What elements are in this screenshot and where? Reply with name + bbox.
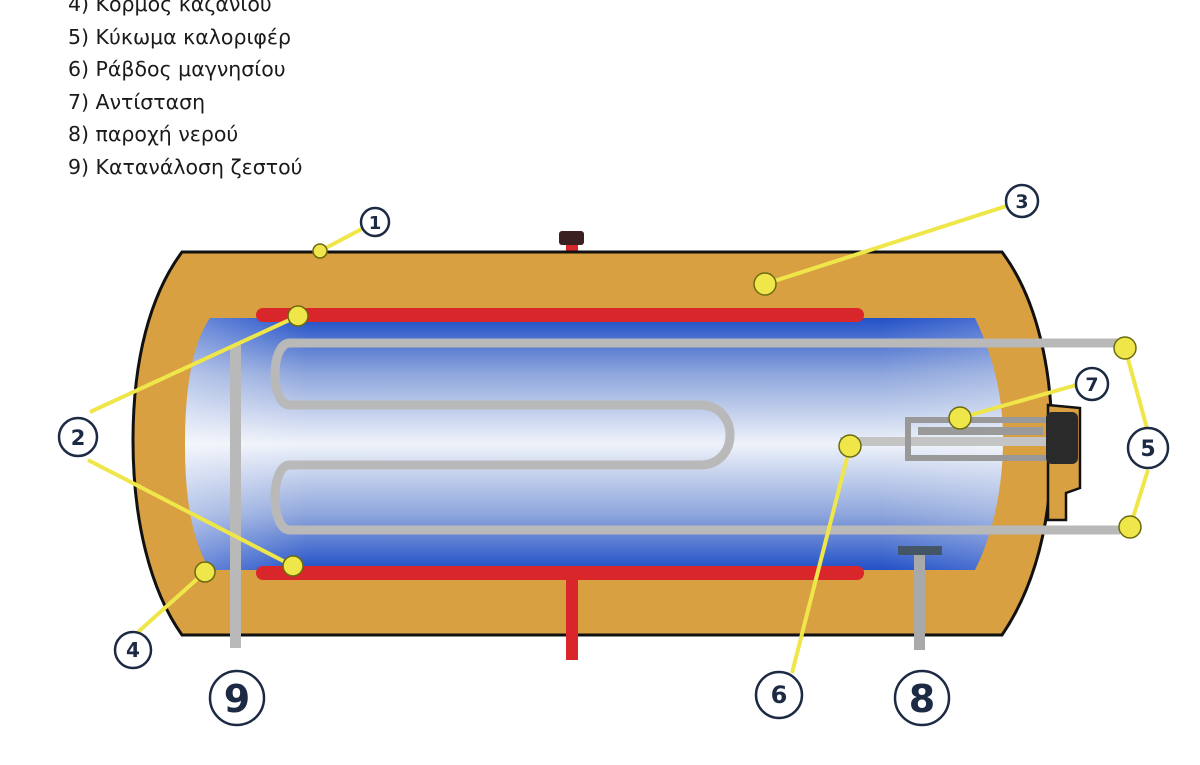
callout-label-7: 7 (1085, 374, 1098, 396)
callout-circle-5 (1126, 426, 1170, 470)
callout-circle-3 (1004, 183, 1040, 219)
legend-item-5: 5) Κύκωμα καλοριφέρ (68, 24, 292, 49)
heating-coil (270, 338, 1120, 535)
anchor-dot-2b (282, 555, 304, 577)
anchor-dot-2a (287, 305, 309, 327)
leader-7 (959, 382, 1081, 420)
leader-2a (89, 314, 299, 414)
callout-circle-8 (893, 669, 951, 727)
leader-2b (87, 458, 294, 568)
anchor-dot-5b (1118, 515, 1142, 539)
anchor-dot-7 (948, 406, 972, 430)
callout-circle-1 (359, 206, 391, 238)
leader-lines (87, 199, 1150, 674)
water-inlet-pipe (914, 552, 925, 650)
leader-4 (136, 570, 207, 634)
callout-label-5: 5 (1140, 437, 1155, 462)
callout-label-4: 4 (126, 638, 140, 662)
legend-item-7: 7) Αντίσταση (68, 89, 206, 114)
anchor-dot-3 (753, 272, 777, 296)
top-pipe-cap (559, 231, 584, 245)
callout-circle-4 (113, 630, 153, 670)
callout-circle-2 (57, 416, 99, 458)
leader-6 (790, 445, 852, 674)
resistance-end-cap (1046, 412, 1078, 464)
legend-item-4: 4) Κορμός καζανιού (68, 0, 272, 16)
resistance-element-inner (918, 427, 1043, 435)
anchor-dot-4 (194, 561, 216, 583)
callout-circle-9 (208, 669, 266, 727)
legend-list: 4) Κορμός καζανιού 5) Κύκωμα καλοριφέρ 6… (68, 0, 302, 183)
magnesium-rod (840, 437, 1055, 446)
anchor-dot-5a (1113, 336, 1137, 360)
callout-circle-6 (754, 670, 804, 720)
heating-band-bottom (256, 566, 864, 580)
callout-label-2: 2 (71, 426, 86, 450)
callout-label-9: 9 (224, 677, 250, 721)
callout-circles (57, 183, 1170, 727)
anchor-dots (194, 243, 1142, 583)
water-inlet-tee (898, 546, 942, 555)
tank-side-shade (185, 318, 1003, 570)
legend-item-6: 6) Ράβδος μαγνησίου (68, 57, 286, 81)
anchor-dot-1 (312, 243, 328, 259)
hot-water-outlet-pipe (230, 345, 241, 648)
callout-label-1: 1 (369, 213, 382, 234)
legend-item-8: 8) παροχή νερού (68, 122, 239, 146)
callout-label-3: 3 (1015, 191, 1028, 213)
callout-label-6: 6 (771, 681, 788, 709)
anchor-dot-6 (838, 434, 862, 458)
bottom-pipe (566, 578, 578, 660)
callout-label-8: 8 (909, 677, 935, 721)
leader-3 (764, 199, 1023, 286)
legend-item-9: 9) Κατανάλοση ζεστού (68, 154, 303, 179)
leader-5a (1123, 347, 1150, 433)
callout-circle-7 (1074, 366, 1110, 402)
heating-band-top (256, 308, 864, 322)
